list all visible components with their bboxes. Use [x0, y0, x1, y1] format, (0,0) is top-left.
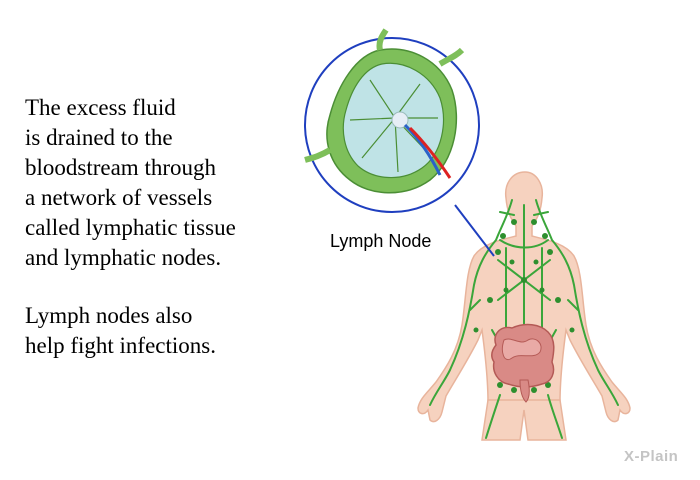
paragraph-fluid-drainage: The excess fluid is drained to the blood…	[25, 95, 236, 270]
callout-line	[454, 204, 495, 257]
lymph-node-label: Lymph Node	[330, 231, 432, 251]
x-plain-logo: X-Plain	[624, 448, 679, 465]
lymph-node-magnified	[304, 28, 480, 213]
description-text: The excess fluid is drained to the blood…	[25, 93, 295, 361]
lymph-node-dots	[473, 219, 575, 393]
paragraph-infection: Lymph nodes also help fight infections.	[25, 303, 216, 358]
intestines	[491, 323, 555, 403]
